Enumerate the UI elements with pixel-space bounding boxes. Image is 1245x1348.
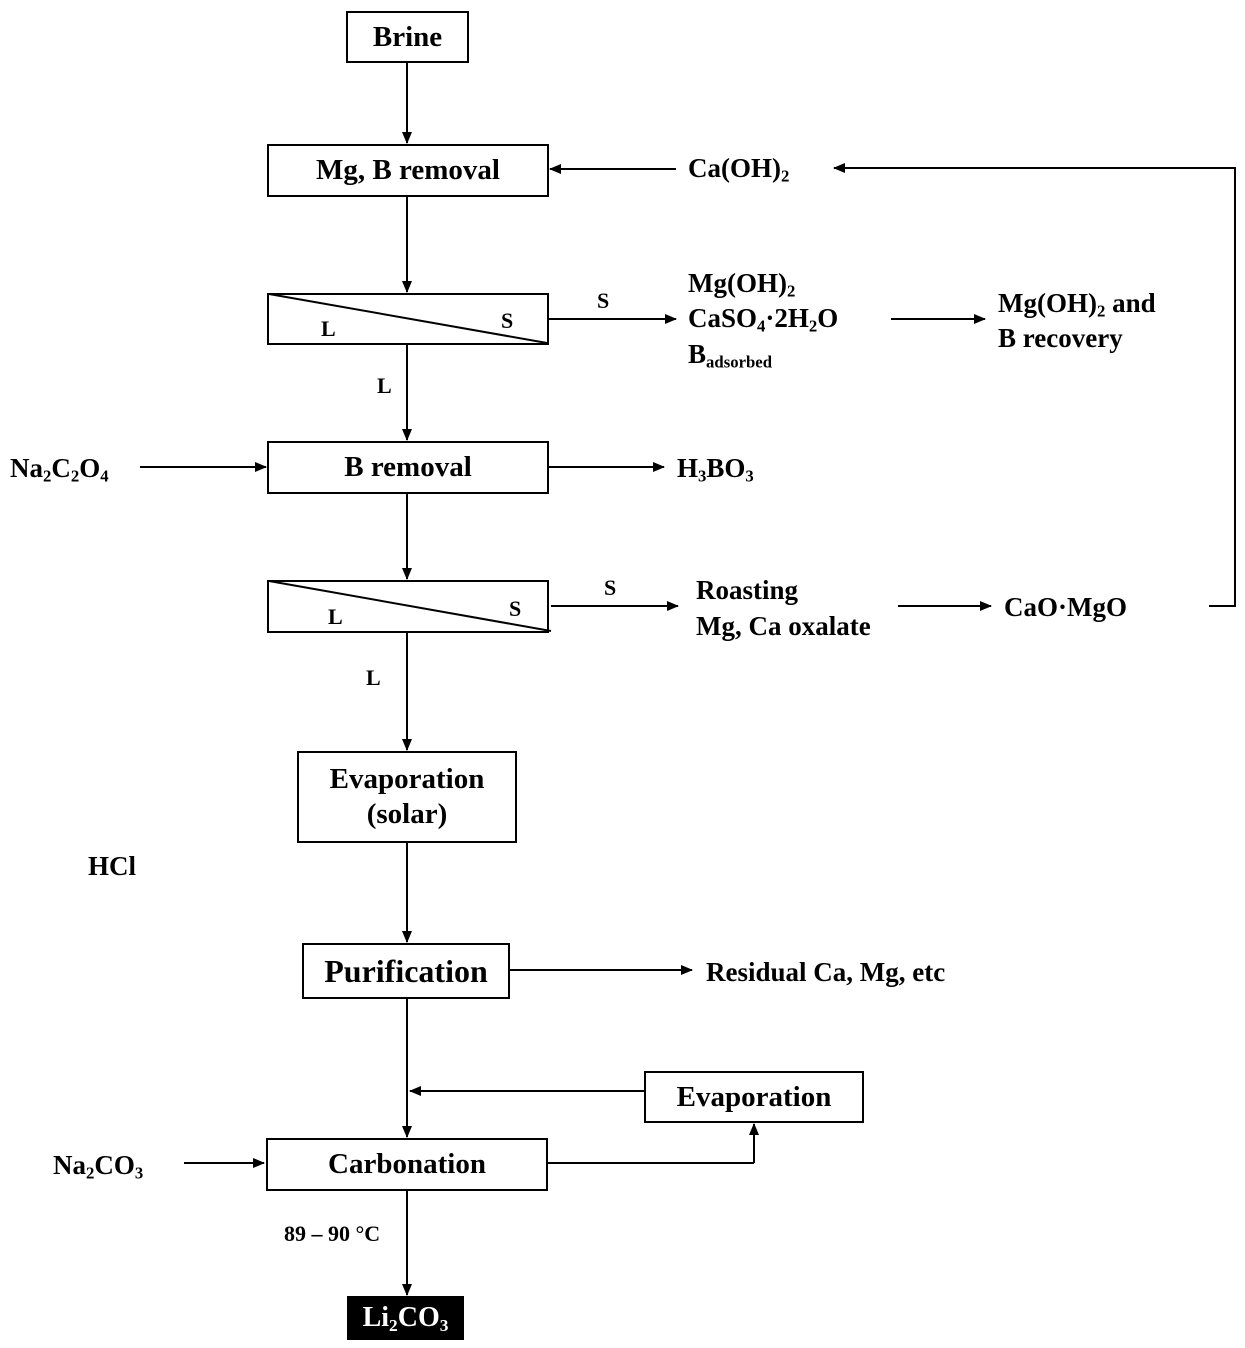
b-removal-label: B removal [344, 451, 472, 484]
mg-b-removal-label: Mg, B removal [316, 154, 500, 187]
evaporation-solar-label: Evaporation (solar) [329, 763, 485, 830]
stream-s-1-label: S [597, 288, 610, 313]
caoh2-label: Ca(OH)2 [688, 153, 790, 186]
product-label: Li2CO3 [362, 1302, 449, 1336]
b-removal-box: B removal [267, 441, 549, 494]
purification-label: Purification [324, 952, 488, 989]
evaporation-label: Evaporation [676, 1080, 832, 1113]
separator-2-box [267, 580, 549, 633]
sep1-solids-boron: Badsorbed [688, 339, 773, 372]
brine-label: Brine [372, 20, 443, 53]
separator-2-solid-label: S [509, 596, 522, 621]
carbonation-label: Carbonation [328, 1148, 486, 1181]
na2co3-label: Na2CO3 [53, 1150, 144, 1183]
separator-1-diagonal [268, 293, 548, 344]
stream-l-2-label: L [366, 665, 381, 690]
evaporation-box: Evaporation [644, 1071, 864, 1123]
roasting-line-1: Roasting [696, 575, 799, 605]
stream-s-2-label: S [604, 575, 617, 600]
cao-mgo-label: CaO·MgO [1004, 592, 1127, 622]
mg-b-removal-box: Mg, B removal [267, 144, 549, 197]
purification-box: Purification [302, 943, 510, 999]
separator-1-liquid-label: L [321, 316, 336, 341]
carbonation-temperature: 89 – 90 °C [284, 1221, 381, 1246]
product-box: Li2CO3 [347, 1296, 464, 1340]
hcl-label: HCl [88, 851, 137, 881]
residual-label: Residual Ca, Mg, etc [706, 957, 946, 987]
separator-1-box [267, 293, 549, 345]
stream-l-1-label: L [377, 373, 392, 398]
roasting-line-2: Mg, Ca oxalate [696, 611, 871, 641]
mg-b-recovery-line-1: Mg(OH)2 and [998, 288, 1156, 321]
h3bo3-label: H3BO3 [677, 453, 754, 486]
sep1-solids-gypsum: CaSO4·2H2O [688, 303, 839, 336]
carbonation-box: Carbonation [266, 1138, 548, 1191]
evaporation-solar-box: Evaporation (solar) [297, 751, 517, 843]
mg-b-recovery-line-2: B recovery [998, 323, 1123, 353]
arrow-recycle-cao-mgo-to-caoh2 [833, 163, 1236, 607]
sep1-solids-mgoh2: Mg(OH)2 [688, 268, 796, 301]
separator-1-solid-label: S [501, 308, 514, 333]
na2c2o4-label: Na2C2O4 [10, 453, 109, 486]
separator-2-diagonal [268, 580, 552, 632]
separator-2-liquid-label: L [328, 604, 343, 629]
brine-box: Brine [346, 11, 469, 63]
